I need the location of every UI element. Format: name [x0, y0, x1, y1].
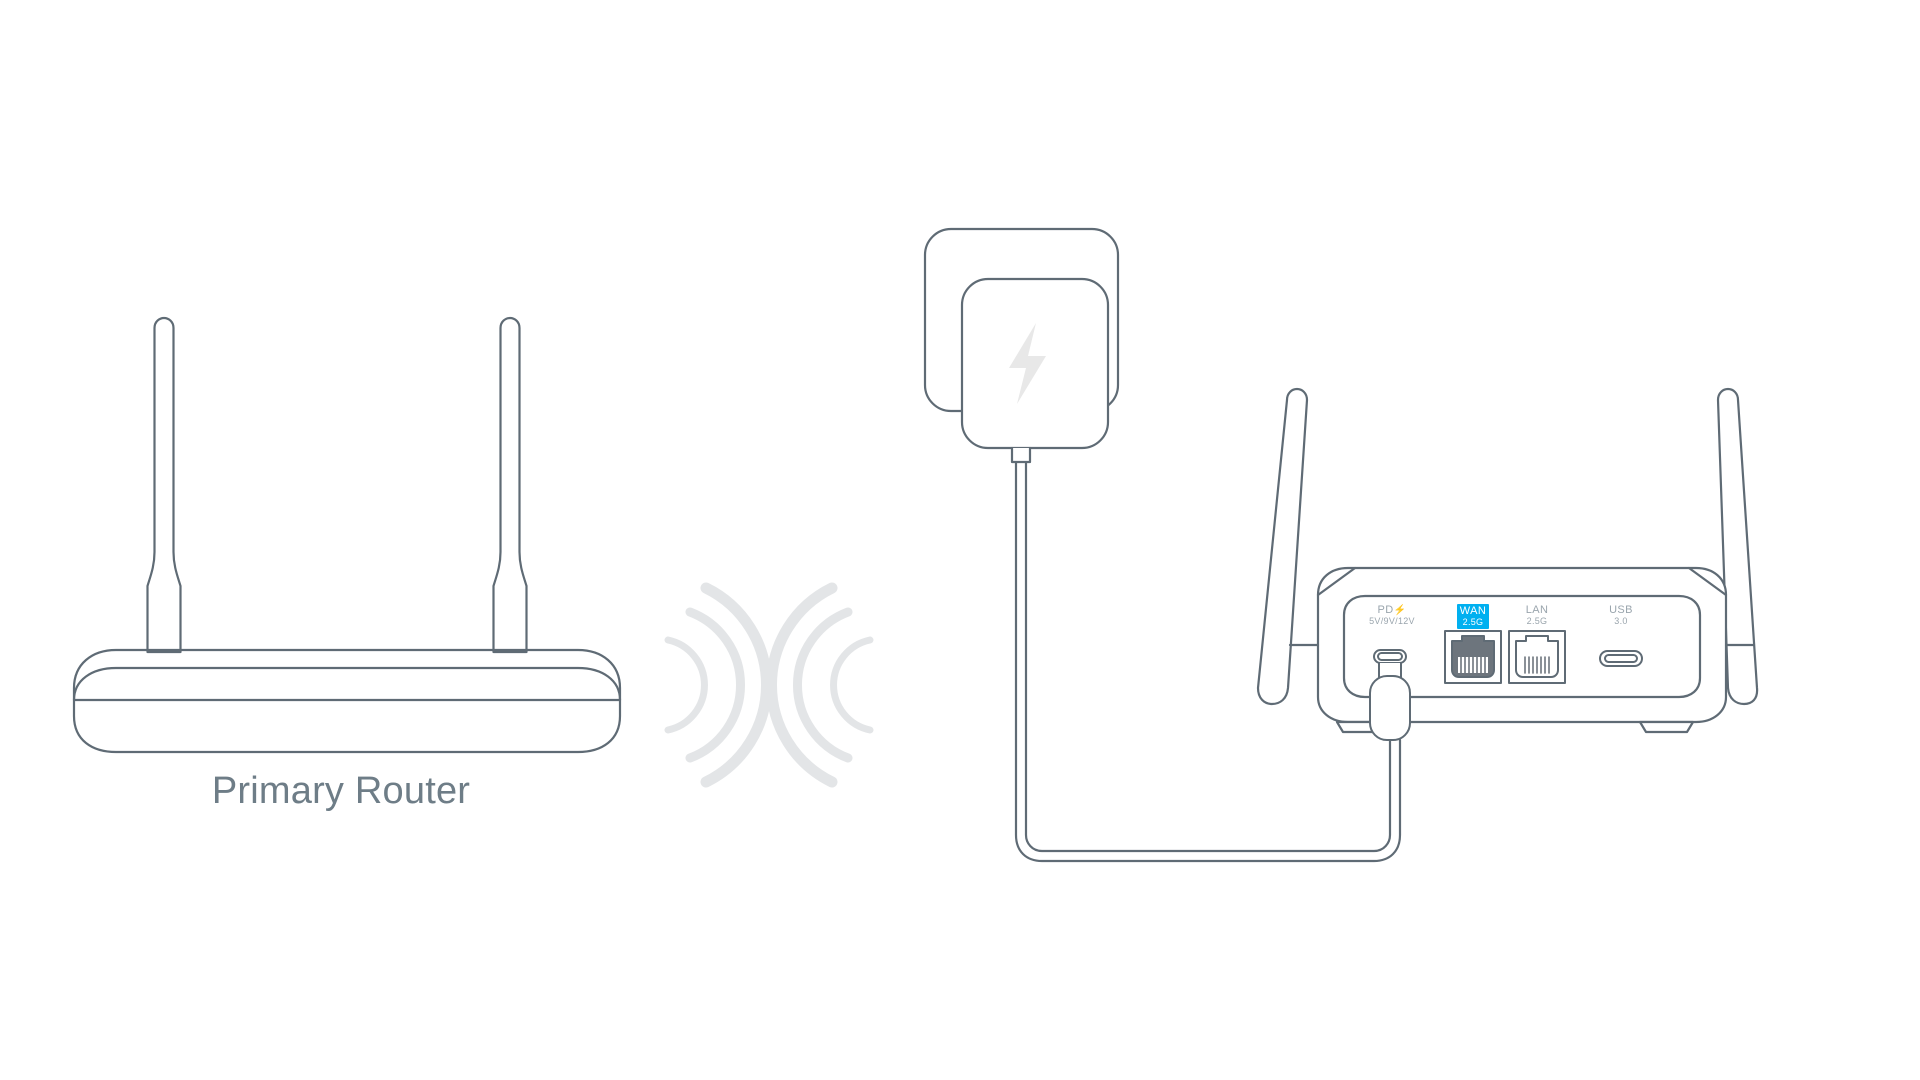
extender-antenna-right	[1716, 387, 1759, 706]
wifi-arc-right-outer	[765, 582, 838, 788]
extender-router-bevel-right	[1687, 566, 1728, 597]
lan-rj45-pins	[1524, 656, 1550, 674]
pd-usb-c-plug-shell	[1377, 652, 1403, 661]
power-adapter-strain-relief	[1010, 446, 1032, 464]
primary-router-antenna-left	[146, 316, 182, 654]
extender-router-antennas	[1256, 387, 1759, 706]
extender-router-bevel-left	[1316, 566, 1357, 597]
wifi-arc-right-middle	[792, 607, 853, 763]
wan-rj45-port	[1444, 630, 1502, 684]
usb-c-data-port	[1599, 650, 1643, 667]
primary-router-antenna-right	[492, 316, 528, 654]
extender-pd-port-group	[1369, 649, 1411, 741]
pd-connector-body	[1369, 675, 1411, 741]
extender-router-foot-right	[1638, 720, 1695, 734]
power-cable-inner-edge	[1024, 460, 1392, 853]
primary-router-top-shell	[72, 648, 622, 702]
wifi-arcs-left-cluster	[664, 582, 773, 788]
primary-router-graphic	[72, 316, 622, 754]
lan-rj45-port	[1508, 630, 1566, 684]
wifi-arc-right-inner	[830, 636, 874, 734]
primary-router-label: Primary Router	[211, 770, 471, 812]
power-adapter-graphic	[923, 227, 1120, 464]
primary-router-chassis	[72, 666, 622, 754]
wifi-arc-left-middle	[685, 607, 746, 763]
power-cable-outer-edge	[1014, 460, 1402, 863]
lightning-bolt-icon	[1009, 323, 1046, 404]
extender-antenna-left	[1256, 387, 1309, 706]
power-cable	[1014, 460, 1402, 863]
wifi-arc-left-inner	[664, 636, 708, 734]
wifi-arcs-right-cluster	[765, 582, 874, 788]
wifi-signal-arcs	[664, 582, 874, 788]
wan-rj45-pins	[1460, 656, 1486, 674]
